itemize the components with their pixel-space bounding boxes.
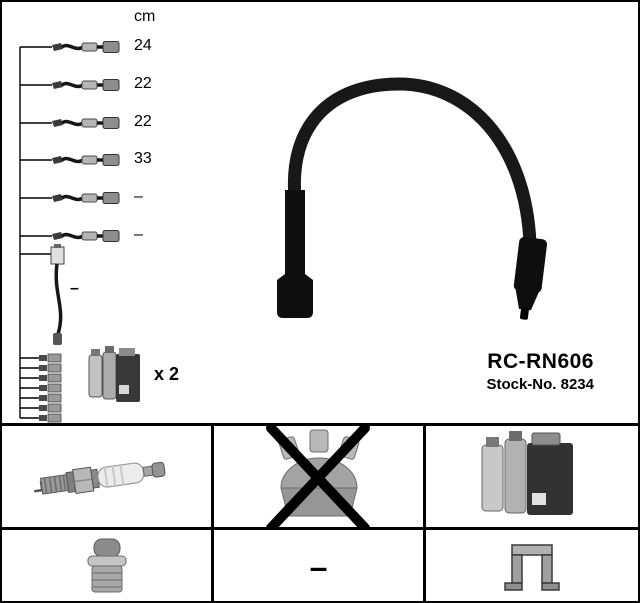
product-code: RC-RN606: [487, 350, 594, 373]
cross-out-x: [265, 422, 370, 532]
cell-distributor-cap: [214, 422, 426, 532]
cell-bracket: [426, 530, 638, 601]
cell-terminal-cap: [2, 530, 214, 601]
lead-segments: [50, 39, 121, 244]
wire-diagram-graphic: [19, 39, 548, 423]
spark-plug-icon: [33, 461, 166, 495]
wire-length-3: 22: [134, 113, 152, 130]
coil-small-icon: [88, 346, 140, 402]
terminal-cap-icon: [87, 538, 126, 593]
wire-length-1: 24: [134, 37, 152, 54]
contents-grid: –: [2, 422, 638, 601]
vertical-wire-length: –: [70, 280, 79, 297]
stock-number: Stock-No. 8234: [486, 376, 594, 393]
product-info: RC-RN606 Stock-No. 8234: [486, 350, 594, 393]
bracket-lines: [19, 46, 52, 419]
ignition-cable-photo: [277, 77, 548, 320]
coil-quantity-label: x 2: [154, 364, 180, 384]
wire-length-4: 33: [134, 150, 152, 167]
vertical-lead: [50, 244, 65, 345]
diagram-section: cm 24 22 22 33 – – – x 2 RC-RN606 Stock-…: [2, 2, 638, 423]
unit-header: cm: [134, 8, 156, 25]
wire-length-2: 22: [134, 75, 152, 92]
cell-spark-plug: [2, 426, 214, 530]
wire-length-5: –: [134, 188, 143, 205]
terminal-stack: [39, 353, 62, 423]
mounting-bracket-icon: [504, 544, 560, 591]
dash-label: –: [309, 549, 328, 585]
ignition-coil-icon: [481, 430, 573, 515]
cell-dash: –: [214, 530, 426, 601]
wire-length-6: –: [134, 226, 143, 243]
cell-ignition-coil: [426, 426, 638, 530]
distributor-cap-crossed-icon: [265, 422, 370, 532]
